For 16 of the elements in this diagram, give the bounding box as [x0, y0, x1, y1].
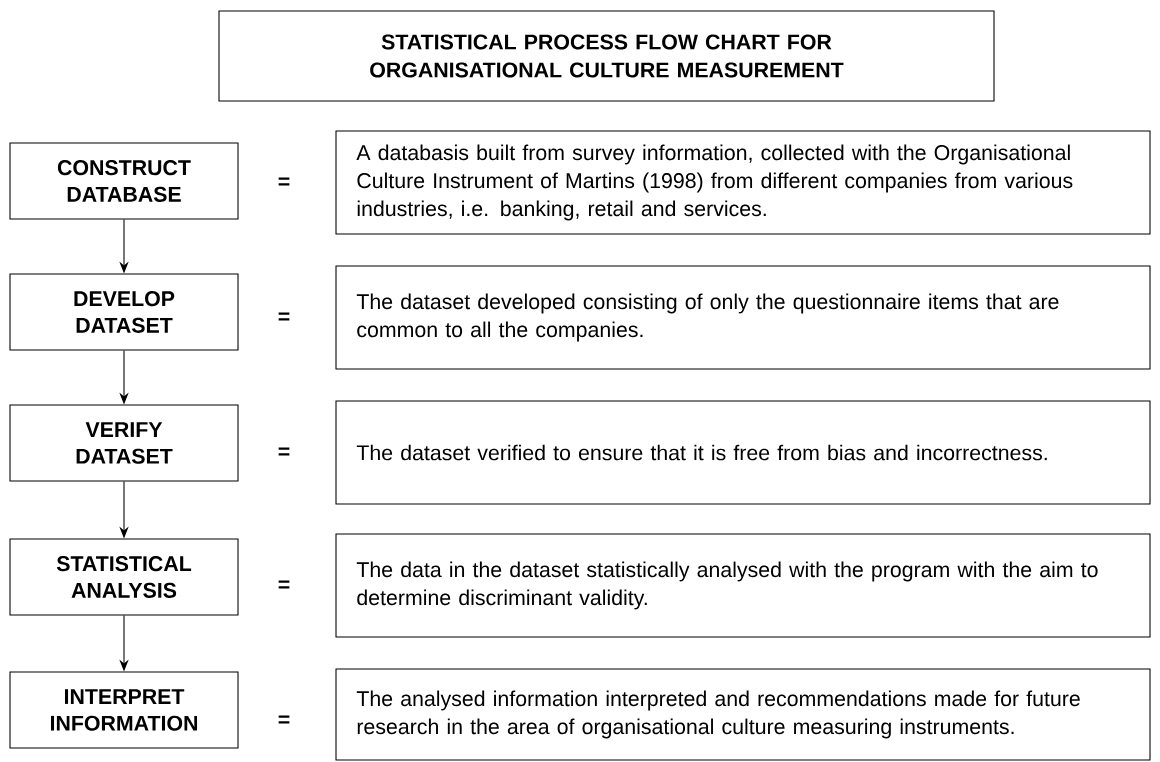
equals-sign: = [278, 580, 290, 589]
step-box: STATISTICAL ANALYSIS [9, 538, 239, 616]
step-box: INTERPRET INFORMATION [9, 671, 239, 749]
description-box: The dataset verified to ensure that it is free from bias and incorrectness. [335, 400, 1151, 505]
description-box: A databasis built from survey information, collected with the Organisational Culture Instrument of Martins (1998) from different companies from various industries, i.e. banking, retail and services. [335, 130, 1151, 235]
step-box: VERIFY DATASET [9, 404, 239, 482]
description-box: The analysed information interpreted and recommendations made for future research in the area of organisational culture measuring instruments. [335, 668, 1151, 761]
step-box: DEVELOP DATASET [9, 273, 239, 351]
equals-sign: = [278, 312, 290, 321]
title-box: STATISTICAL PROCESS FLOW CHART FOR ORGANISATIONAL CULTURE MEASUREMENT [218, 10, 995, 102]
equals-sign: = [278, 177, 290, 186]
description-box: The data in the dataset statistically analysed with the program with the aim to determine discriminant validity. [335, 533, 1151, 638]
step-box: CONSTRUCT DATABASE [9, 142, 239, 220]
equals-sign: = [278, 715, 290, 724]
equals-sign: = [278, 447, 290, 456]
description-box: The dataset developed consisting of only the questionnaire items that are common to all the companies. [335, 265, 1151, 370]
